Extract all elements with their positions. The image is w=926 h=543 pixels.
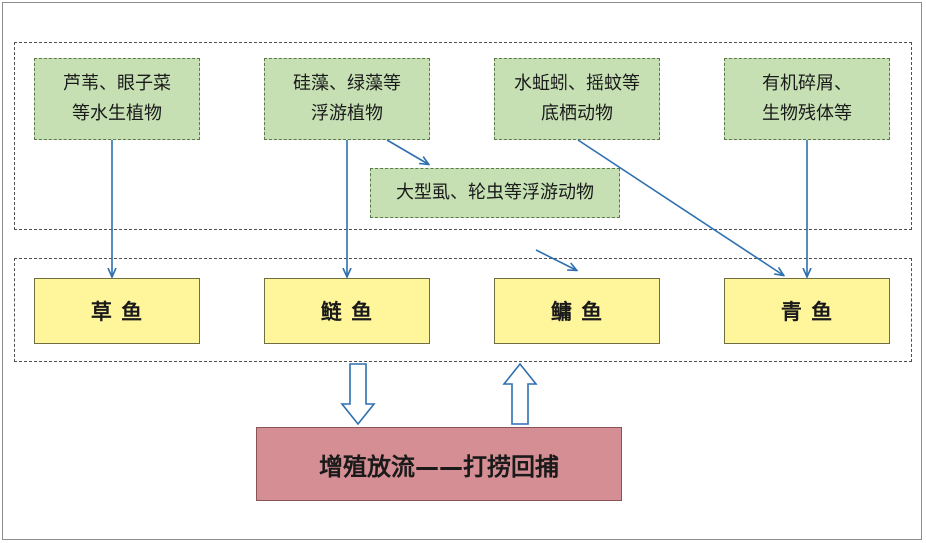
arrow-benthic-to-black-carp [577,139,783,275]
hollow-arrow-down-release [340,363,376,426]
food-reed: 芦苇、眼子菜 等水生植物 [34,58,200,140]
food-zooplankton: 大型虱、轮虫等浮游动物 [370,168,620,218]
food-source-region [14,42,912,230]
fish-region [14,258,912,362]
arrow-algae-to-zooplankton [386,139,428,164]
fish-black-carp: 青 鱼 [724,278,890,344]
food-detritus: 有机碎屑、 生物残体等 [724,58,890,140]
policy-box: 增殖放流——打捞回捕 [256,427,622,501]
fish-bighead-carp: 鳙 鱼 [494,278,660,344]
arrow-zooplankton-to-bighead-carp [535,249,576,270]
fish-grass-carp: 草 鱼 [34,278,200,344]
fish-silver-carp: 鲢 鱼 [264,278,430,344]
hollow-arrow-up-recapture [502,362,538,425]
food-algae: 硅藻、绿藻等 浮游植物 [264,58,430,140]
food-benthic-animals: 水蚯蚓、摇蚊等 底栖动物 [494,58,660,140]
